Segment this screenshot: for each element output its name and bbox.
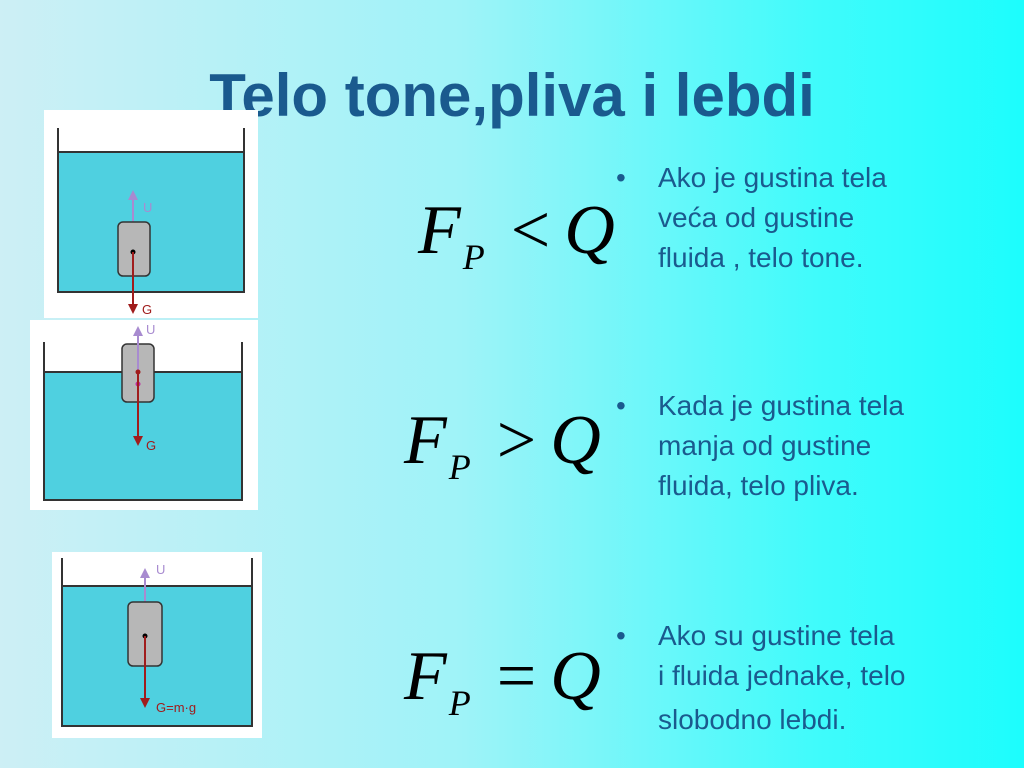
container	[61, 558, 253, 727]
bullet-line: Kada je gustina tela	[658, 390, 904, 421]
down-label: G=m·g	[156, 700, 196, 715]
formula-operator: =	[496, 638, 537, 715]
formula-subscript: P	[448, 447, 471, 487]
diagram-floating: U G	[30, 320, 258, 510]
bullet-line: Ako su gustine tela	[658, 620, 895, 651]
container	[57, 128, 245, 293]
formula-subscript: P	[448, 683, 471, 723]
formula-lhs: F	[404, 402, 447, 479]
bullet-line: fluida , telo tone.	[658, 242, 864, 273]
formula-hovers: FP=Q	[404, 642, 601, 724]
formula-operator: >	[496, 402, 537, 479]
formula-lhs: F	[404, 638, 447, 715]
formula-sinks: FP<Q	[418, 196, 615, 278]
formula-rhs: Q	[550, 402, 601, 479]
bullet-line: slobodno lebdi.	[658, 704, 847, 735]
up-label: U	[143, 200, 152, 215]
diagram-sinking: U G	[44, 110, 258, 318]
formula-lhs: F	[418, 192, 461, 269]
bullet-line: i fluida jednake, telo	[658, 660, 906, 691]
container	[43, 342, 243, 501]
formula-subscript: P	[462, 237, 485, 277]
down-label: G	[142, 302, 152, 317]
bullet-line: manja od gustine	[658, 430, 872, 461]
down-label: G	[146, 438, 156, 453]
water	[58, 152, 244, 292]
up-label: U	[146, 322, 155, 337]
formula-operator: <	[510, 192, 551, 269]
bullet-line: fluida, telo pliva.	[658, 470, 859, 501]
slide-title: Telo tone,pliva i lebdi	[209, 62, 815, 129]
bullet-marker: •	[616, 162, 626, 193]
bullet-marker: •	[616, 390, 626, 421]
formula-rhs: Q	[550, 638, 601, 715]
bullet-marker: •	[616, 620, 626, 651]
up-label: U	[156, 562, 165, 577]
formula-floats: FP>Q	[404, 406, 601, 488]
diagram-hovering: U G=m·g	[52, 552, 262, 738]
bullet-line: Ako je gustina tela	[658, 162, 887, 193]
bullet-line: veća od gustine	[658, 202, 855, 233]
formula-rhs: Q	[564, 192, 615, 269]
